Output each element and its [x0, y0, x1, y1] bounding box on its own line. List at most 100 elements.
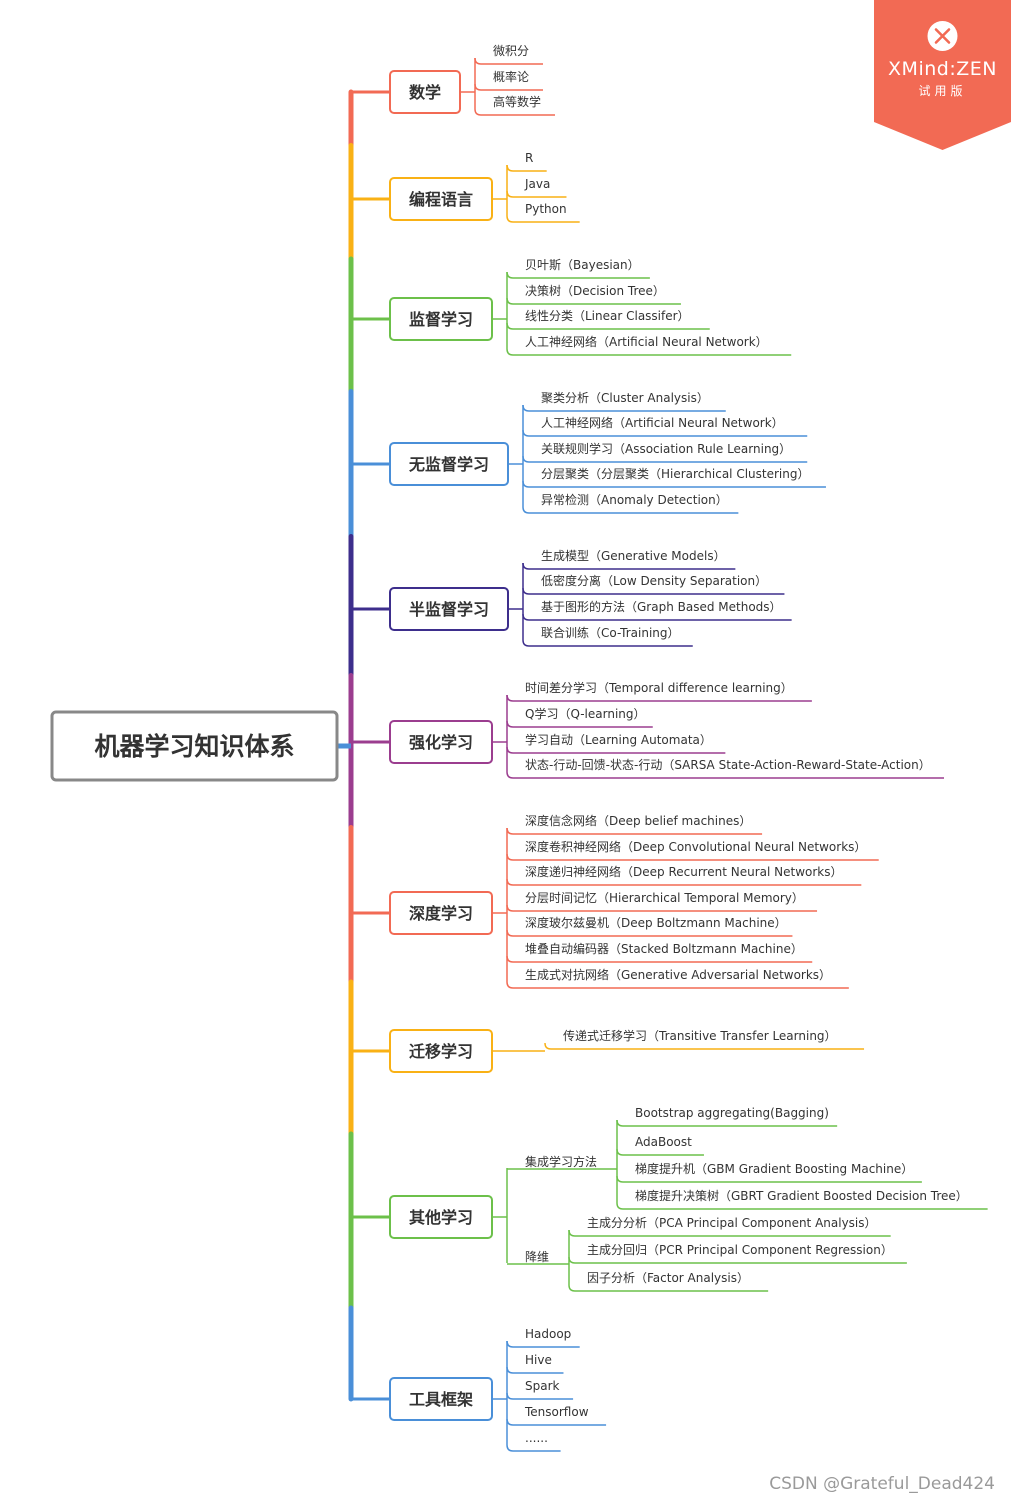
branch-label: 监督学习 [409, 310, 473, 329]
leaf-node[interactable]: 生成模型（Generative Models） [522, 549, 736, 570]
leaf-underline [506, 1418, 607, 1426]
leaf-label: 概率论 [493, 69, 529, 84]
leaf-label: Hadoop [525, 1327, 571, 1341]
leaf-node[interactable]: 深度玻尔兹曼机（Deep Boltzmann Machine） [506, 915, 793, 937]
leaf-node[interactable]: Spark [506, 1379, 574, 1400]
leaf-node[interactable]: 人工神经网络（Artificial Neural Network） [506, 334, 792, 356]
leaf-node[interactable]: 梯度提升决策树（GBRT Gradient Boosted Decision T… [616, 1188, 988, 1210]
leaf-underline [522, 506, 739, 514]
leaf-label: Bootstrap aggregating(Bagging) [635, 1106, 829, 1120]
leaf-underline [474, 57, 543, 65]
leaf-underline [522, 480, 826, 488]
leaf-node[interactable]: 低密度分离（Low Density Separation） [522, 573, 785, 595]
leaf-node[interactable]: 因子分析（Factor Analysis） [568, 1271, 769, 1292]
leaf-underline [474, 83, 543, 91]
leaf-node[interactable]: 分层聚类（分层聚类（Hierarchical Clustering） [522, 467, 826, 488]
leaf-node[interactable]: 人工神经网络（Artificial Neural Network） [522, 415, 808, 437]
leaf-underline [506, 297, 681, 305]
leaf-label: Q学习（Q-learning） [525, 706, 646, 721]
leaf-underline [506, 1366, 564, 1374]
leaf-node[interactable]: 深度卷积神经网络（Deep Convolutional Neural Netwo… [506, 839, 879, 861]
leaf-label: 传递式迁移学习（Transitive Transfer Learning） [563, 1028, 837, 1043]
leaf-underline [506, 1392, 574, 1400]
leaf-node[interactable]: 堆叠自动编码器（Stacked Boltzmann Machine） [506, 941, 813, 963]
leaf-node[interactable]: Java [506, 177, 567, 198]
leaf-underline [616, 1119, 838, 1127]
leaf-label: 主成分回归（PCR Principal Component Regression… [587, 1243, 893, 1257]
branch-node[interactable]: 监督学习 贝叶斯（Bayesian） 决策树（Decision Tree） 线性分类（… [351, 258, 792, 356]
branch-node[interactable]: 工具框架HadoopHiveSparkTensorflow...... [351, 1327, 607, 1452]
leaf-node[interactable]: 线性分类（Linear Classifer） [506, 309, 710, 330]
leaf-node[interactable]: Bootstrap aggregating(Bagging) [616, 1106, 838, 1127]
leaf-node[interactable]: Tensorflow [506, 1405, 607, 1426]
leaf-underline [616, 1148, 704, 1156]
leaf-node[interactable]: 关联规则学习（Association Rule Learning） [522, 441, 808, 463]
leaf-underline [522, 587, 785, 595]
leaf-label: 微积分 [493, 44, 529, 58]
leaf-node[interactable]: 深度递归神经网络（Deep Recurrent Neural Networks） [506, 864, 862, 886]
leaf-node[interactable]: 决策树（Decision Tree） [506, 283, 681, 305]
leaf-label: 生成模型（Generative Models） [541, 549, 726, 563]
branch-node[interactable]: 半监督学习 生成模型（Generative Models） 低密度分离（Low De… [351, 549, 792, 647]
leaf-underline [506, 771, 944, 779]
leaf-node[interactable]: 梯度提升机（GBM Gradient Boosting Machine） [616, 1161, 922, 1183]
leaf-label: 深度信念网络（Deep belief machines） [525, 813, 751, 828]
leaf-underline [522, 639, 693, 647]
leaf-underline [522, 455, 808, 463]
leaf-underline [474, 108, 555, 116]
leaf-node[interactable]: 传递式迁移学习（Transitive Transfer Learning） [544, 1028, 865, 1050]
leaf-node[interactable]: 贝叶斯（Bayesian） [506, 258, 650, 279]
leaf-node[interactable]: R [506, 151, 547, 172]
leaf-node[interactable]: 深度信念网络（Deep belief machines） [506, 813, 763, 835]
watermark-badge [874, 0, 1011, 150]
leaf-label: ...... [525, 1431, 548, 1445]
leaf-node[interactable]: 主成分回归（PCR Principal Component Regression… [568, 1243, 907, 1264]
leaf-node[interactable]: 聚类分析（Cluster Analysis） [522, 391, 726, 412]
leaf-node[interactable]: Q学习（Q-learning） [506, 706, 653, 728]
leaf-node[interactable]: 基于图形的方法（Graph Based Methods） [522, 599, 792, 621]
leaf-node[interactable]: AdaBoost [616, 1135, 704, 1156]
leaf-node[interactable]: 高等数学 [474, 94, 555, 116]
root-node[interactable]: 机器学习知识体系 [50, 710, 339, 782]
leaf-underline [506, 322, 710, 330]
leaf-node[interactable]: 主成分分析（PCA Principal Component Analysis） [568, 1216, 891, 1237]
leaf-node[interactable]: 学习自动（Learning Automata） [506, 732, 726, 754]
leaf-underline [522, 562, 736, 570]
leaf-node[interactable]: 联合训练（Co-Training） [522, 625, 693, 647]
leaf-label: Java [524, 177, 550, 191]
branch-label: 半监督学习 [409, 600, 489, 619]
leaf-label: Tensorflow [524, 1405, 589, 1419]
leaf-underline [616, 1175, 922, 1183]
leaf-underline [616, 1202, 988, 1210]
close-x-icon [934, 28, 951, 44]
leaf-node[interactable]: 生成式对抗网络（Generative Adversarial Networks） [506, 967, 849, 989]
leaf-node[interactable]: ...... [506, 1431, 561, 1452]
leaf-node[interactable]: 微积分 [474, 44, 543, 65]
leaf-label: 分层聚类（分层聚类（Hierarchical Clustering） [541, 467, 809, 481]
leaf-node[interactable]: 时间差分学习（Temporal difference learning） [506, 680, 812, 702]
leaf-underline [506, 878, 862, 886]
xmind-watermark: XMind:ZEN 试用版 [874, 0, 1011, 150]
leaf-underline [506, 955, 813, 963]
leaf-node[interactable]: Hive [506, 1353, 564, 1374]
leaf-node[interactable]: 概率论 [474, 69, 543, 91]
leaf-label: 堆叠自动编码器（Stacked Boltzmann Machine） [525, 941, 803, 956]
leaf-node[interactable]: Python [506, 202, 580, 223]
leaf-node[interactable]: 异常检测（Anomaly Detection） [522, 492, 739, 514]
leaf-underline [506, 746, 726, 754]
leaf-node[interactable]: 状态-行动-回馈-状态-行动（SARSA State-Action-Reward… [506, 758, 944, 779]
leaf-node[interactable]: 分层时间记忆（Hierarchical Temporal Memory） [506, 891, 818, 912]
leaf-node[interactable]: Hadoop [506, 1327, 580, 1348]
leaf-underline [506, 215, 580, 223]
branch-label: 编程语言 [409, 190, 473, 209]
